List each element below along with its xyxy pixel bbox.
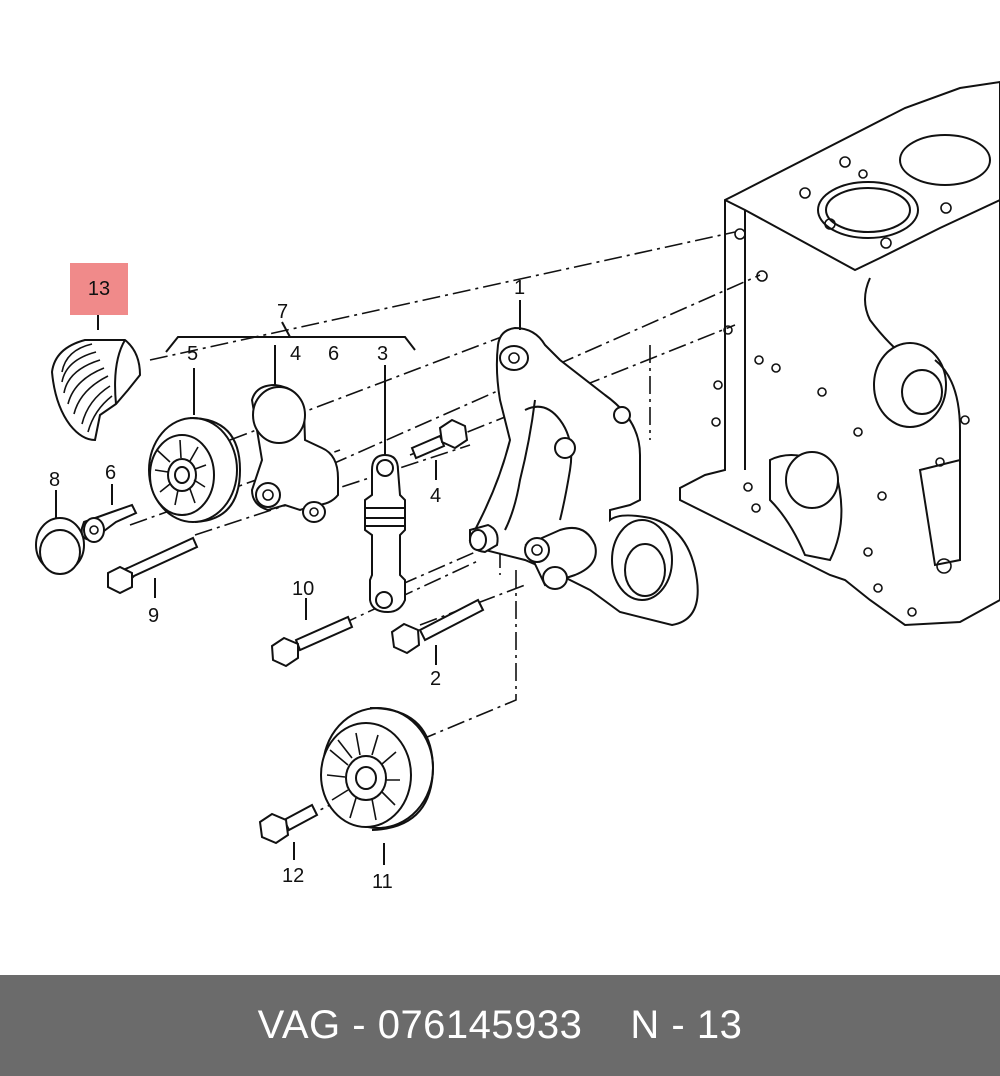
leader-lines xyxy=(55,300,521,865)
callout-8: 8 xyxy=(49,469,60,491)
callout-3: 3 xyxy=(377,343,388,365)
pulley-part-11 xyxy=(320,707,435,831)
diagram-reference: N - 13 xyxy=(630,1003,743,1047)
callout-4-top: 4 xyxy=(290,343,301,365)
damper-part-3 xyxy=(364,453,406,614)
callout-12: 12 xyxy=(282,865,304,887)
callout-2: 2 xyxy=(430,668,441,690)
brand-part-number: VAG - 076145933 xyxy=(257,1003,583,1047)
callout-10: 10 xyxy=(292,578,314,600)
parts-diagram: 1 7 5 4 6 3 6 8 4 9 10 2 12 11 xyxy=(35,80,1000,893)
part-number-footer: VAG - 076145933 N - 13 xyxy=(0,975,1000,1076)
callout-11: 11 xyxy=(372,871,393,893)
bracket-part-1 xyxy=(468,326,699,627)
bolt-part-2 xyxy=(390,598,485,655)
bolt-part-4a xyxy=(410,418,469,460)
bolt-part-12 xyxy=(258,803,319,845)
callout-6: 6 xyxy=(105,462,116,484)
bolt-part-10 xyxy=(270,615,354,668)
bolt-part-6 xyxy=(80,503,138,543)
cap-part-8 xyxy=(35,517,85,575)
callout-4: 4 xyxy=(430,485,441,507)
callouts: 1 7 5 4 6 3 6 8 4 9 10 2 12 11 xyxy=(49,277,525,893)
callout-6-top: 6 xyxy=(328,343,339,365)
callout-5: 5 xyxy=(187,343,198,365)
highlighted-callout-13: 13 xyxy=(70,263,128,315)
bolt-part-9 xyxy=(106,536,199,595)
engine-block xyxy=(679,80,1000,627)
belt-part-13 xyxy=(50,339,142,442)
callout-7: 7 xyxy=(277,301,288,323)
callout-1: 1 xyxy=(514,277,525,299)
tensioner-assembly xyxy=(148,383,339,523)
callout-9: 9 xyxy=(148,605,159,627)
